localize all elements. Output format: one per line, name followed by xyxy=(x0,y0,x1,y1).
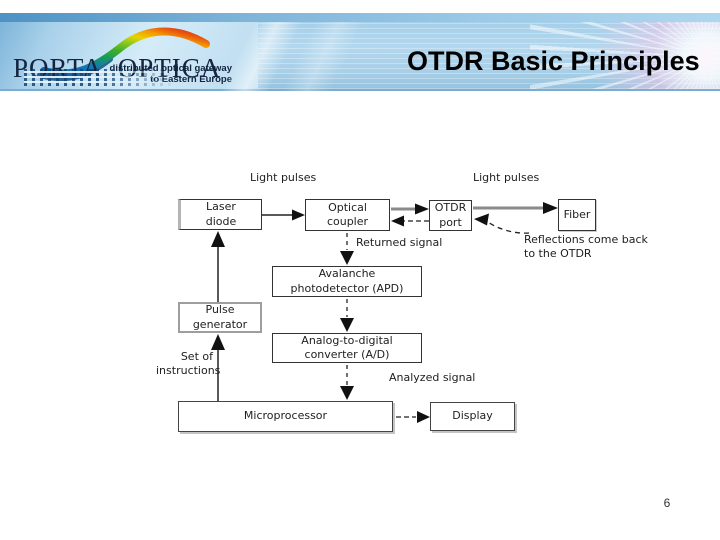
fiber-light-burst-decoration xyxy=(530,13,720,89)
logo-tagline-line1: distributed optical gateway xyxy=(110,63,232,74)
logo-tagline: distributed optical gateway to Eastern E… xyxy=(110,63,232,86)
label-analyzed-signal: Analyzed signal xyxy=(389,371,476,384)
diagram-box-otdr-port: OTDR port xyxy=(429,200,472,231)
label-returned-signal: Returned signal xyxy=(356,236,443,249)
diagram-box-apd: Avalanche photodetector (APD) xyxy=(272,266,422,297)
diagram-box-display: Display xyxy=(430,402,515,431)
slide-title: OTDR Basic Principles xyxy=(407,46,700,76)
logo-dots-decoration xyxy=(24,69,176,86)
diagram-box-pulse-generator: Pulse generator xyxy=(178,302,262,333)
diagram-box-adc: Analog-to-digital converter (A/D) xyxy=(272,333,422,363)
diagram-box-fiber: Fiber xyxy=(558,199,596,231)
page-number: 6 xyxy=(663,496,671,510)
label-set-of-instructions: Set of instructions xyxy=(156,350,221,377)
label-light-pulses-right: Light pulses xyxy=(473,171,540,184)
banner-top-strip xyxy=(0,13,720,22)
label-light-pulses-left: Light pulses xyxy=(250,171,317,184)
diagram-box-optical-coupler: Optical coupler xyxy=(305,199,390,231)
diagram-box-microprocessor: Microprocessor xyxy=(178,401,393,432)
logo-tagline-line2: to Eastern Europe xyxy=(150,74,232,86)
diagram-box-laser-diode: Laser diode xyxy=(178,199,262,230)
label-reflections-come-back: Reflections come back to the OTDR xyxy=(524,233,648,260)
